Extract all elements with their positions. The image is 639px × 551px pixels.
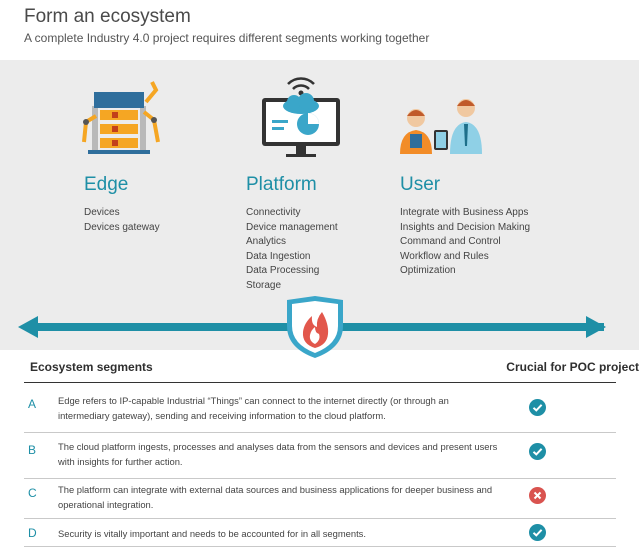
page-title: Form an ecosystem (24, 6, 191, 27)
row-description: The platform can integrate with external… (58, 484, 493, 510)
cloud-monitor-wifi-icon (256, 72, 346, 162)
segment-item: Workflow and Rules (400, 250, 489, 262)
segment-item: Insights and Decision Making (400, 221, 531, 233)
segment-item: Integrate with Business Apps (400, 207, 529, 218)
segment-item: Devices gateway (84, 221, 160, 233)
row-description: Edge refers to IP-capable Industrial “Th… (58, 395, 449, 421)
users-tablet-icon (396, 72, 486, 162)
check-circle-icon (529, 399, 546, 416)
row-description: The cloud platform ingests, processes an… (58, 441, 498, 467)
check-circle-icon (529, 443, 546, 460)
table-row: A Edge refers to IP-capable Industrial “… (24, 383, 616, 433)
segment-item: Storage (246, 279, 282, 291)
segments-table-header: Ecosystem segments Crucial for POC proje… (30, 360, 639, 388)
factory-robot-arms-icon (78, 72, 168, 162)
segment-title: Edge (84, 174, 129, 195)
page-subtitle: A complete Industry 4.0 project requires… (24, 31, 430, 45)
row-letter: D (28, 526, 37, 540)
security-shield-flame-icon (287, 296, 343, 358)
crucial-column-header: Crucial for POC project (506, 360, 639, 374)
table-row: C The platform can integrate with extern… (24, 479, 616, 519)
segment-item: Devices (84, 207, 120, 218)
segment-title: User (400, 174, 441, 195)
segment-title: Platform (246, 174, 317, 195)
header-divider (24, 382, 616, 383)
segments-column-header: Ecosystem segments (30, 360, 153, 374)
table-row: D Security is vitally important and need… (24, 519, 616, 547)
header: Form an ecosystem A complete Industry 4.… (0, 0, 639, 60)
row-letter: C (28, 486, 37, 500)
segment-item: Connectivity (246, 207, 301, 218)
segment-item: Device management (246, 221, 338, 233)
check-circle-icon (529, 524, 546, 541)
row-letter: A (28, 397, 37, 411)
table-row: B The cloud platform ingests, processes … (24, 433, 616, 479)
segment-item: Data Processing (246, 265, 320, 276)
segment-item: Data Ingestion (246, 250, 311, 262)
segment-items: Devices Devices gateway (84, 206, 254, 235)
segment-items: Connectivity Device management Analytics… (246, 206, 416, 293)
row-letter: B (28, 443, 37, 457)
cross-circle-icon (529, 487, 546, 504)
segment-items: Integrate with Business Apps Insights an… (400, 206, 570, 279)
segment-item: Optimization (400, 265, 456, 276)
segment-item: Command and Control (400, 236, 501, 247)
segment-item: Analytics (246, 236, 287, 247)
ecosystem-divider (0, 296, 639, 360)
row-description: Security is vitally important and needs … (58, 528, 366, 539)
